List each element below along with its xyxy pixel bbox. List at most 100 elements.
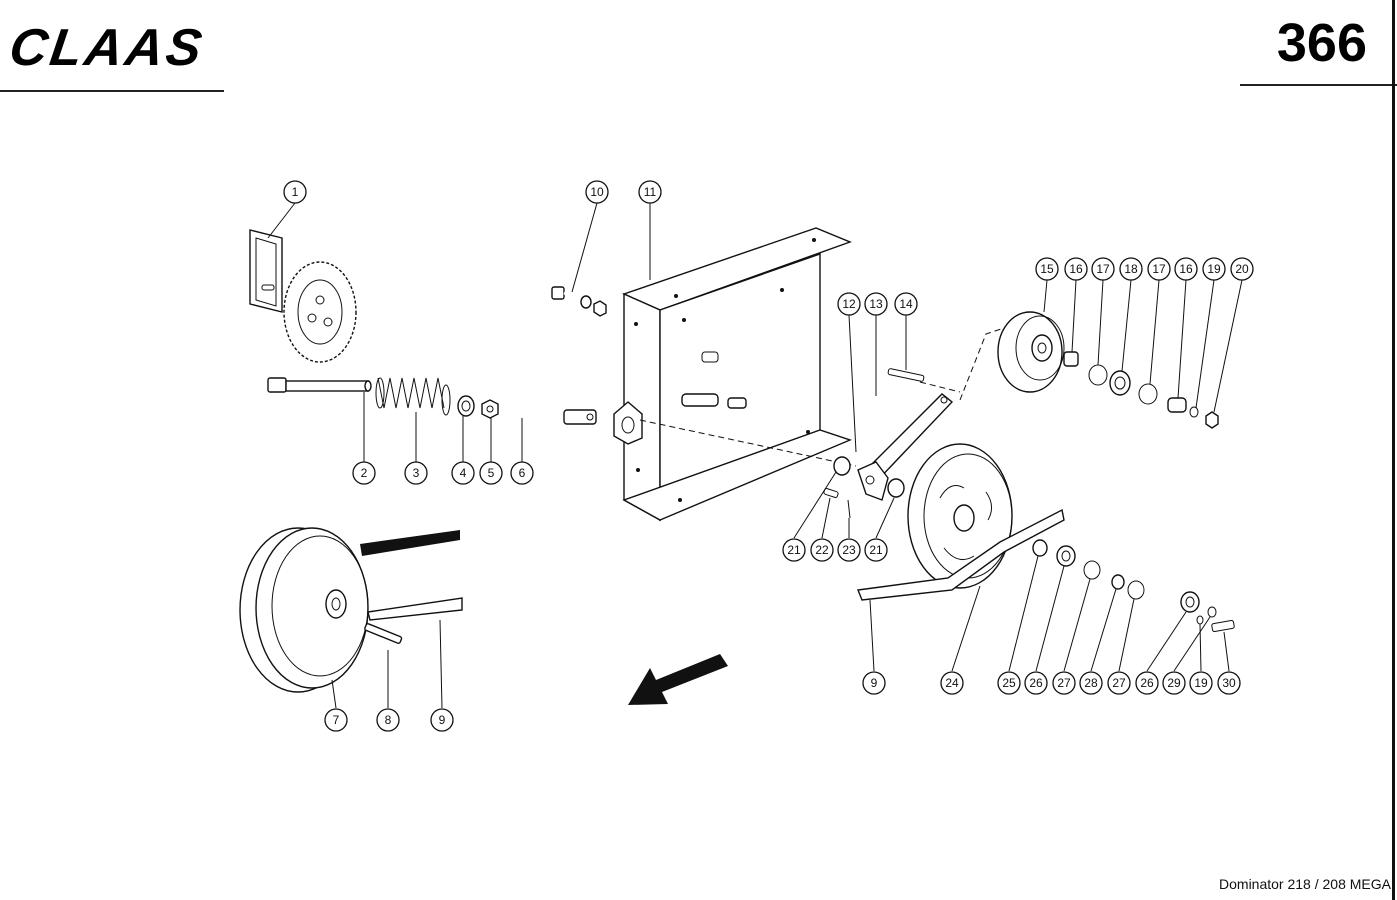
svg-text:17: 17 xyxy=(1152,262,1166,276)
callout-20: 20 xyxy=(1230,257,1254,281)
callout-28: 28 xyxy=(1079,671,1103,695)
part-eye-bolt xyxy=(501,408,597,425)
svg-text:6: 6 xyxy=(519,466,526,480)
callout-10: 10 xyxy=(585,180,609,204)
callout-3: 3 xyxy=(404,461,428,485)
svg-text:22: 22 xyxy=(815,543,829,557)
page-border xyxy=(1392,0,1395,900)
callout-27-b: 27 xyxy=(1107,671,1131,695)
callout-7: 7 xyxy=(324,708,348,732)
svg-text:21: 21 xyxy=(787,543,801,557)
svg-text:26: 26 xyxy=(1140,676,1154,690)
svg-text:4: 4 xyxy=(460,466,467,480)
svg-text:20: 20 xyxy=(1235,262,1249,276)
part-tension-arm xyxy=(823,327,1005,519)
callout-29: 29 xyxy=(1162,671,1186,695)
part-mounting-plate xyxy=(613,227,857,522)
callout-22: 22 xyxy=(810,538,834,562)
callout-4: 4 xyxy=(451,461,475,485)
header-rule-right xyxy=(1240,84,1397,86)
callout-30: 30 xyxy=(1217,671,1241,695)
callout-25: 25 xyxy=(997,671,1021,695)
svg-text:19: 19 xyxy=(1194,676,1208,690)
callout-19-a: 19 xyxy=(1202,257,1226,281)
svg-text:7: 7 xyxy=(333,713,340,727)
part-belt-right xyxy=(857,508,1065,601)
model-footer: Dominator 218 / 208 MEGA xyxy=(1219,876,1391,892)
callout-18: 18 xyxy=(1119,257,1143,281)
part-spring xyxy=(375,377,451,416)
part-bolt-10 xyxy=(551,286,607,317)
svg-text:27: 27 xyxy=(1112,676,1126,690)
callout-26-b: 26 xyxy=(1135,671,1159,695)
svg-text:16: 16 xyxy=(1179,262,1193,276)
callout-9-left: 9 xyxy=(430,708,454,732)
callout-23: 23 xyxy=(837,538,861,562)
svg-text:8: 8 xyxy=(385,713,392,727)
svg-text:11: 11 xyxy=(644,185,657,199)
part-drive-pulley xyxy=(907,443,1013,589)
svg-text:15: 15 xyxy=(1040,262,1054,276)
svg-text:25: 25 xyxy=(1002,676,1016,690)
callout-12: 12 xyxy=(837,292,861,316)
callout-6: 6 xyxy=(510,461,534,485)
callout-16-b: 16 xyxy=(1174,257,1198,281)
part-washer-4 xyxy=(457,395,475,417)
callout-21-b: 21 xyxy=(864,538,888,562)
part-nut-5 xyxy=(481,399,499,419)
svg-text:9: 9 xyxy=(439,713,446,727)
svg-text:14: 14 xyxy=(899,297,913,311)
callout-17-a: 17 xyxy=(1091,257,1115,281)
callout-1: 1 xyxy=(283,180,307,204)
part-bolt-8 xyxy=(364,623,403,644)
part-idler-pulley xyxy=(997,311,1219,429)
svg-text:29: 29 xyxy=(1167,676,1181,690)
part-bearing-stack xyxy=(1032,539,1235,633)
svg-text:17: 17 xyxy=(1096,262,1110,276)
svg-text:28: 28 xyxy=(1084,676,1098,690)
svg-text:2: 2 xyxy=(361,466,368,480)
svg-text:9: 9 xyxy=(871,676,878,690)
header-rule-left xyxy=(0,90,224,92)
svg-text:19: 19 xyxy=(1207,262,1221,276)
part-bracket xyxy=(249,229,283,313)
callout-5: 5 xyxy=(479,461,503,485)
direction-arrow-icon xyxy=(628,654,728,705)
svg-text:3: 3 xyxy=(413,466,420,480)
svg-text:5: 5 xyxy=(488,466,495,480)
svg-text:30: 30 xyxy=(1222,676,1236,690)
callout-14: 14 xyxy=(894,292,918,316)
callout-21-a: 21 xyxy=(782,538,806,562)
callout-15: 15 xyxy=(1035,257,1059,281)
callout-2: 2 xyxy=(352,461,376,485)
svg-text:13: 13 xyxy=(869,297,883,311)
callout-16-a: 16 xyxy=(1064,257,1088,281)
svg-text:1: 1 xyxy=(292,185,299,199)
callout-19-b: 19 xyxy=(1189,671,1213,695)
callout-24: 24 xyxy=(940,671,964,695)
callout-9-right: 9 xyxy=(862,671,886,695)
svg-text:27: 27 xyxy=(1057,676,1071,690)
page-number: 366 xyxy=(1276,13,1367,73)
svg-text:24: 24 xyxy=(945,676,959,690)
callout-8: 8 xyxy=(376,708,400,732)
svg-text:12: 12 xyxy=(842,297,856,311)
svg-text:10: 10 xyxy=(590,185,604,199)
callout-13: 13 xyxy=(864,292,888,316)
part-lower-pulley xyxy=(239,527,369,693)
part-belt-left xyxy=(360,530,463,621)
part-sprocket xyxy=(283,261,357,363)
callout-11: 11 xyxy=(638,180,662,204)
part-rod xyxy=(267,377,372,393)
svg-text:18: 18 xyxy=(1124,262,1138,276)
svg-text:23: 23 xyxy=(842,543,856,557)
callout-27-a: 27 xyxy=(1052,671,1076,695)
svg-text:26: 26 xyxy=(1029,676,1043,690)
leader-lines xyxy=(267,202,1243,709)
callout-17-b: 17 xyxy=(1147,257,1171,281)
svg-text:21: 21 xyxy=(869,543,883,557)
svg-text:16: 16 xyxy=(1069,262,1083,276)
callout-26-a: 26 xyxy=(1024,671,1048,695)
